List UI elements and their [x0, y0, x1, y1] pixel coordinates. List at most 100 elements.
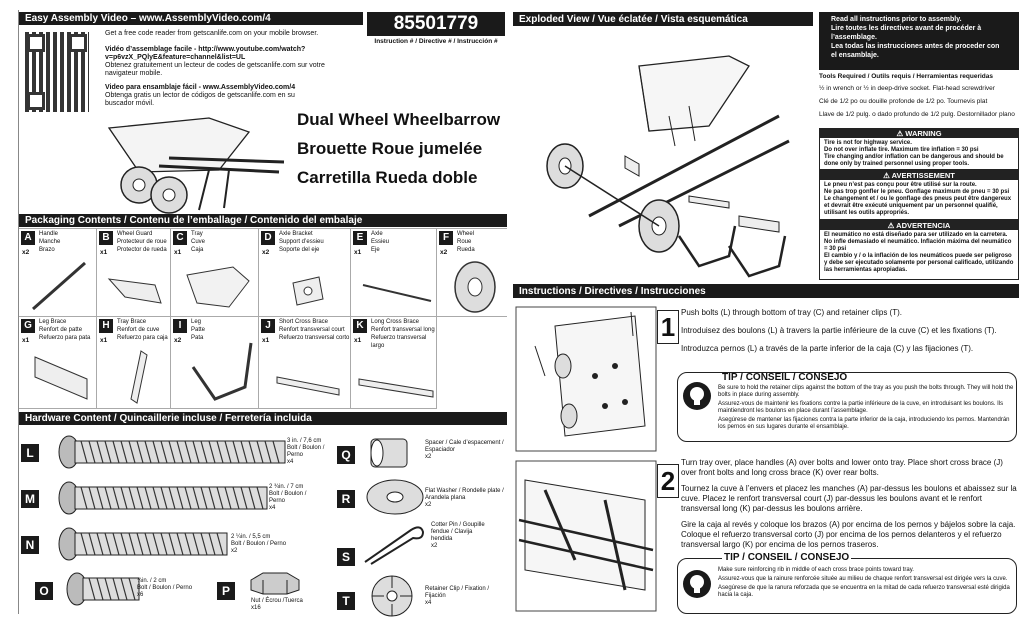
- tools-es: Llave de 1/2 pulg. o dado profundo de 1/…: [819, 111, 1015, 118]
- part-qty: x1: [100, 249, 108, 256]
- read-all-box: Read all instructions prior to assembly.…: [819, 12, 1019, 70]
- leg-brace-drawing: [34, 356, 88, 400]
- part-name: Renfort transversal long: [371, 327, 435, 333]
- part-letter: C: [173, 231, 187, 245]
- part-qty: x1: [354, 337, 362, 344]
- title-es: Carretilla Rueda doble: [297, 168, 478, 187]
- es-video-link[interactable]: Video para ensamblaje fácil - www.Assemb…: [105, 84, 296, 91]
- hardware-letter: M: [21, 490, 39, 508]
- part-qty: x2: [440, 249, 448, 256]
- title-en: Dual Wheel Wheelbarrow: [297, 110, 501, 129]
- bolt-drawing: [58, 481, 268, 515]
- tip-title: TIP / CONSEIL / CONSEJO: [722, 552, 852, 563]
- product-titles: Dual Wheel Wheelbarrow Brouette Roue jum…: [297, 108, 500, 190]
- tip-title: TIP / CONSEIL / CONSEJO: [722, 372, 848, 383]
- step-1-number: 1: [657, 310, 679, 344]
- part-name: Long Cross Brace: [371, 319, 420, 325]
- part-name: Wheel Guard: [117, 231, 153, 237]
- part-name: Leg Brace: [39, 319, 67, 325]
- part-name: Roue: [457, 239, 472, 245]
- step-2-number: 2: [657, 464, 679, 498]
- hardware-letter: L: [21, 444, 39, 462]
- hardware-letter: T: [337, 592, 355, 610]
- part-name: Tray Brace: [117, 319, 147, 325]
- part-name: Protecteur de roue: [117, 239, 167, 245]
- part-letter: G: [21, 319, 35, 333]
- part-name: Refuerzo transversal largo: [371, 335, 427, 349]
- part-name: Support d’essieu: [279, 239, 324, 245]
- step-2-diagram: [515, 460, 657, 612]
- exploded-heading: Exploded View / Vue éclatée / Vista esqu…: [513, 12, 813, 26]
- read-all-en: Read all instructions prior to assembly.: [831, 16, 962, 23]
- part-name: Renfort de cuve: [117, 327, 160, 333]
- tools-heading: Tools Required / Outils requis / Herrami…: [819, 73, 993, 80]
- step-2-text: Turn tray over, place handles (A) over b…: [681, 458, 1017, 549]
- part-name: Brazo: [39, 247, 55, 253]
- instructions-heading: Instructions / Directives / Instruccione…: [513, 284, 1019, 298]
- hardware-letter: N: [21, 536, 39, 554]
- part-name: Refuerzo para pata: [39, 335, 91, 341]
- es-reader-text: Obtenga gratis un lector de códigos de g…: [105, 92, 295, 107]
- part-name: Renfort transversal court: [279, 327, 345, 333]
- part-name: Axle Bracket: [279, 231, 313, 237]
- hardware-R: R Flat Washer / Rondelle plate /Arandela…: [335, 478, 505, 518]
- step-1-tip: TIP / CONSEIL / CONSEJO Be sure to hold …: [677, 372, 1017, 442]
- handle-drawing: [32, 261, 86, 311]
- warning-fr: ⚠ AVERTISSEMENT Le pneu n’est pas conçu …: [819, 170, 1019, 220]
- wheel-guard-drawing: [107, 278, 162, 304]
- part-letter: D: [261, 231, 275, 245]
- part-name: Manche: [39, 239, 61, 245]
- bolt-drawing: [66, 572, 140, 606]
- tools-en: ½ in wrench or ½ in deep-drive socket. F…: [819, 85, 995, 92]
- left-page: Easy Assembly Video – www.AssemblyVideo.…: [18, 10, 507, 617]
- part-qty: x2: [262, 249, 270, 256]
- hardware-letter: Q: [337, 446, 355, 464]
- part-qty: x1: [22, 337, 30, 344]
- step-1-text: Push bolts (L) through bottom of tray (C…: [681, 308, 997, 353]
- tray-brace-drawing: [130, 350, 148, 404]
- video-heading: Easy Assembly Video – www.AssemblyVideo.…: [19, 12, 363, 25]
- part-name: Refuerzo para caja: [117, 335, 168, 341]
- part-qty: x1: [174, 249, 182, 256]
- warning-title: ⚠ ADVERTENCIA: [820, 221, 1018, 230]
- step-2-tip: TIP / CONSEIL / CONSEJO Make sure reinfo…: [677, 552, 1017, 614]
- warning-title: ⚠ WARNING: [820, 129, 1018, 138]
- read-all-fr: Lire toutes les directives avant de proc…: [831, 25, 982, 41]
- lightbulb-icon: [683, 570, 711, 598]
- wheelbarrow-illustration: [107, 117, 285, 214]
- part-letter: H: [99, 319, 113, 333]
- part-qty: x2: [174, 337, 182, 344]
- read-all-es: Lea todas las instrucciones antes de pro…: [831, 43, 1000, 59]
- part-name: Cuve: [191, 239, 206, 245]
- instruction-number: 85501779: [367, 12, 505, 36]
- part-name: Caja: [191, 247, 204, 253]
- hardware-letter: P: [217, 582, 235, 600]
- qr-code: [25, 32, 89, 112]
- warning-es: ⚠ ADVERTENCIA El neumático no está diseñ…: [819, 220, 1019, 280]
- part-name: Eje: [371, 247, 380, 253]
- leg-drawing: [191, 342, 253, 401]
- warning-en: ⚠ WARNING Tire is not for highway servic…: [819, 128, 1019, 170]
- fr-video-link[interactable]: Vidéo d’assemblage facile - http://www.y…: [105, 46, 306, 61]
- long-cross-brace-drawing: [358, 378, 434, 398]
- part-name: Essieu: [371, 239, 390, 245]
- nut-drawing: [250, 572, 300, 595]
- bolt-drawing: [58, 527, 228, 561]
- part-name: Short Cross Brace: [279, 319, 329, 325]
- tools-fr: Clé de 1/2 po ou douille profonde de 1/2…: [819, 98, 988, 105]
- part-name: Pata: [191, 335, 204, 341]
